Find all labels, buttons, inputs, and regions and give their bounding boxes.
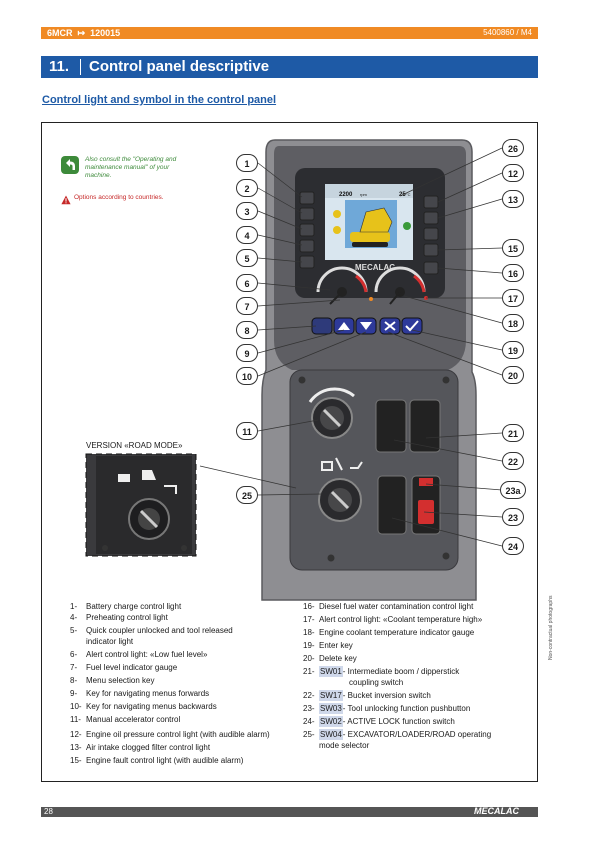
callout-23: 23 <box>502 508 524 526</box>
legend-item: 13-Air intake clogged filter control lig… <box>70 743 211 752</box>
callout-9: 9 <box>236 344 258 362</box>
legend-item: 24-SW02- ACTIVE LOCK function switch <box>303 716 455 727</box>
side-note: Non-contractual photographs <box>548 595 554 661</box>
callout-22: 22 <box>502 452 524 470</box>
callout-17: 17 <box>502 289 524 307</box>
page-title: Control panel descriptive <box>89 58 270 75</box>
callout-10: 10 <box>236 367 258 385</box>
legend-item: coupling switch <box>349 678 404 687</box>
legend-item: 5-Quick coupler unlocked and tool releas… <box>70 626 233 635</box>
right-indicator-column <box>423 195 439 275</box>
coolant-gauge <box>374 266 426 305</box>
options-note: Options according to countries. <box>74 194 164 201</box>
legend-item: indicator light <box>86 637 134 646</box>
legend-item: 12-Engine oil pressure control light (wi… <box>70 730 270 739</box>
legend-item: 19-Enter key <box>303 641 353 650</box>
legend-item: 11-Manual accelerator control <box>70 715 181 724</box>
figure-frame <box>41 122 538 782</box>
callout-15: 15 <box>502 239 524 257</box>
header-model: 6MCR ↦ 120015 <box>47 28 121 38</box>
callout-13: 13 <box>502 190 524 208</box>
menu-keys <box>311 317 423 335</box>
section-number: 11. <box>49 58 70 75</box>
warning-icon <box>61 192 71 205</box>
legend-left: 1-Battery charge control light 4-Preheat… <box>70 601 295 766</box>
legend-item: 4-Preheating control light <box>70 613 168 622</box>
callout-1: 1 <box>236 154 258 172</box>
callout-25: 25 <box>236 486 258 504</box>
display-temp-unit: °C <box>406 192 411 197</box>
callout-23a: 23a <box>500 481 526 499</box>
callout-18: 18 <box>502 314 524 332</box>
legend-item: 18-Engine coolant temperature indicator … <box>303 628 475 637</box>
left-indicator-column <box>299 191 315 269</box>
legend-item: 8-Menu selection key <box>70 676 155 685</box>
title-divider <box>80 59 81 75</box>
manual-note: Also consult the "Operating and maintena… <box>85 156 177 179</box>
legend-item: 17-Alert control light: «Coolant tempera… <box>303 615 483 624</box>
legend-item: 20-Delete key <box>303 654 357 663</box>
screen-status-icon <box>403 222 411 230</box>
callout-4: 4 <box>236 226 258 244</box>
center-led <box>369 297 373 301</box>
legend-item: mode selector <box>319 741 370 750</box>
arrow-icon: ↦ <box>75 28 88 38</box>
fuel-gauge <box>316 266 368 305</box>
header-docref: 5400860 / M4 <box>483 28 532 37</box>
screen-mode-icon <box>333 226 341 234</box>
callout-19: 19 <box>502 341 524 359</box>
callout-11: 11 <box>236 422 258 440</box>
panel-brand: MECALAC <box>355 263 395 272</box>
mode-selector-knob <box>318 457 363 522</box>
callout-12: 12 <box>502 164 524 182</box>
version-label: VERSION «ROAD MODE» <box>86 441 183 450</box>
header-bar <box>41 27 538 39</box>
road-mode-inset <box>85 453 197 557</box>
legend-item: 9-Key for navigating menus forwards <box>70 689 210 698</box>
footer-bar <box>41 807 538 817</box>
callout-3: 3 <box>236 202 258 220</box>
legend-item: 1-Battery charge control light <box>70 602 182 611</box>
legend-item: 16-Diesel fuel water contamination contr… <box>303 602 474 611</box>
footer-logo: MECALAC <box>474 806 519 816</box>
screen-alert-icon <box>333 210 341 218</box>
callout-2: 2 <box>236 179 258 197</box>
legend-item: 7-Fuel level indicator gauge <box>70 663 178 672</box>
title-bar <box>41 56 538 78</box>
legend-item: 23-SW03- Tool unlocking function pushbut… <box>303 703 471 714</box>
callout-20: 20 <box>502 366 524 384</box>
legend-item: 10-Key for navigating menus backwards <box>70 702 217 711</box>
legend-right: 16-Diesel fuel water contamination contr… <box>303 601 533 751</box>
callout-24: 24 <box>502 537 524 555</box>
callout-6: 6 <box>236 274 258 292</box>
callout-21: 21 <box>502 424 524 442</box>
back-arrow-icon <box>61 156 79 174</box>
legend-item: 6-Alert control light: «Low fuel level» <box>70 650 208 659</box>
accelerator-knob <box>308 387 355 439</box>
section-subtitle: Control light and symbol in the control … <box>42 94 277 106</box>
leader-lines <box>199 147 503 547</box>
callout-5: 5 <box>236 249 258 267</box>
legend-item: 15-Engine fault control light (with audi… <box>70 756 244 765</box>
legend-item: 21-SW01- Intermediate boom / dipperstick <box>303 666 460 677</box>
display-rpm-unit: rpm <box>360 192 368 197</box>
callout-26: 26 <box>502 139 524 157</box>
legend-item: 22-SW17- Bucket inversion switch <box>303 690 431 701</box>
callout-7: 7 <box>236 297 258 315</box>
callout-16: 16 <box>502 264 524 282</box>
page-number: 28 <box>44 807 53 816</box>
legend-item: 25-SW04- EXCAVATOR/LOADER/ROAD operating <box>303 729 492 740</box>
display-rpm: 2200 <box>339 192 353 198</box>
callout-8: 8 <box>236 321 258 339</box>
